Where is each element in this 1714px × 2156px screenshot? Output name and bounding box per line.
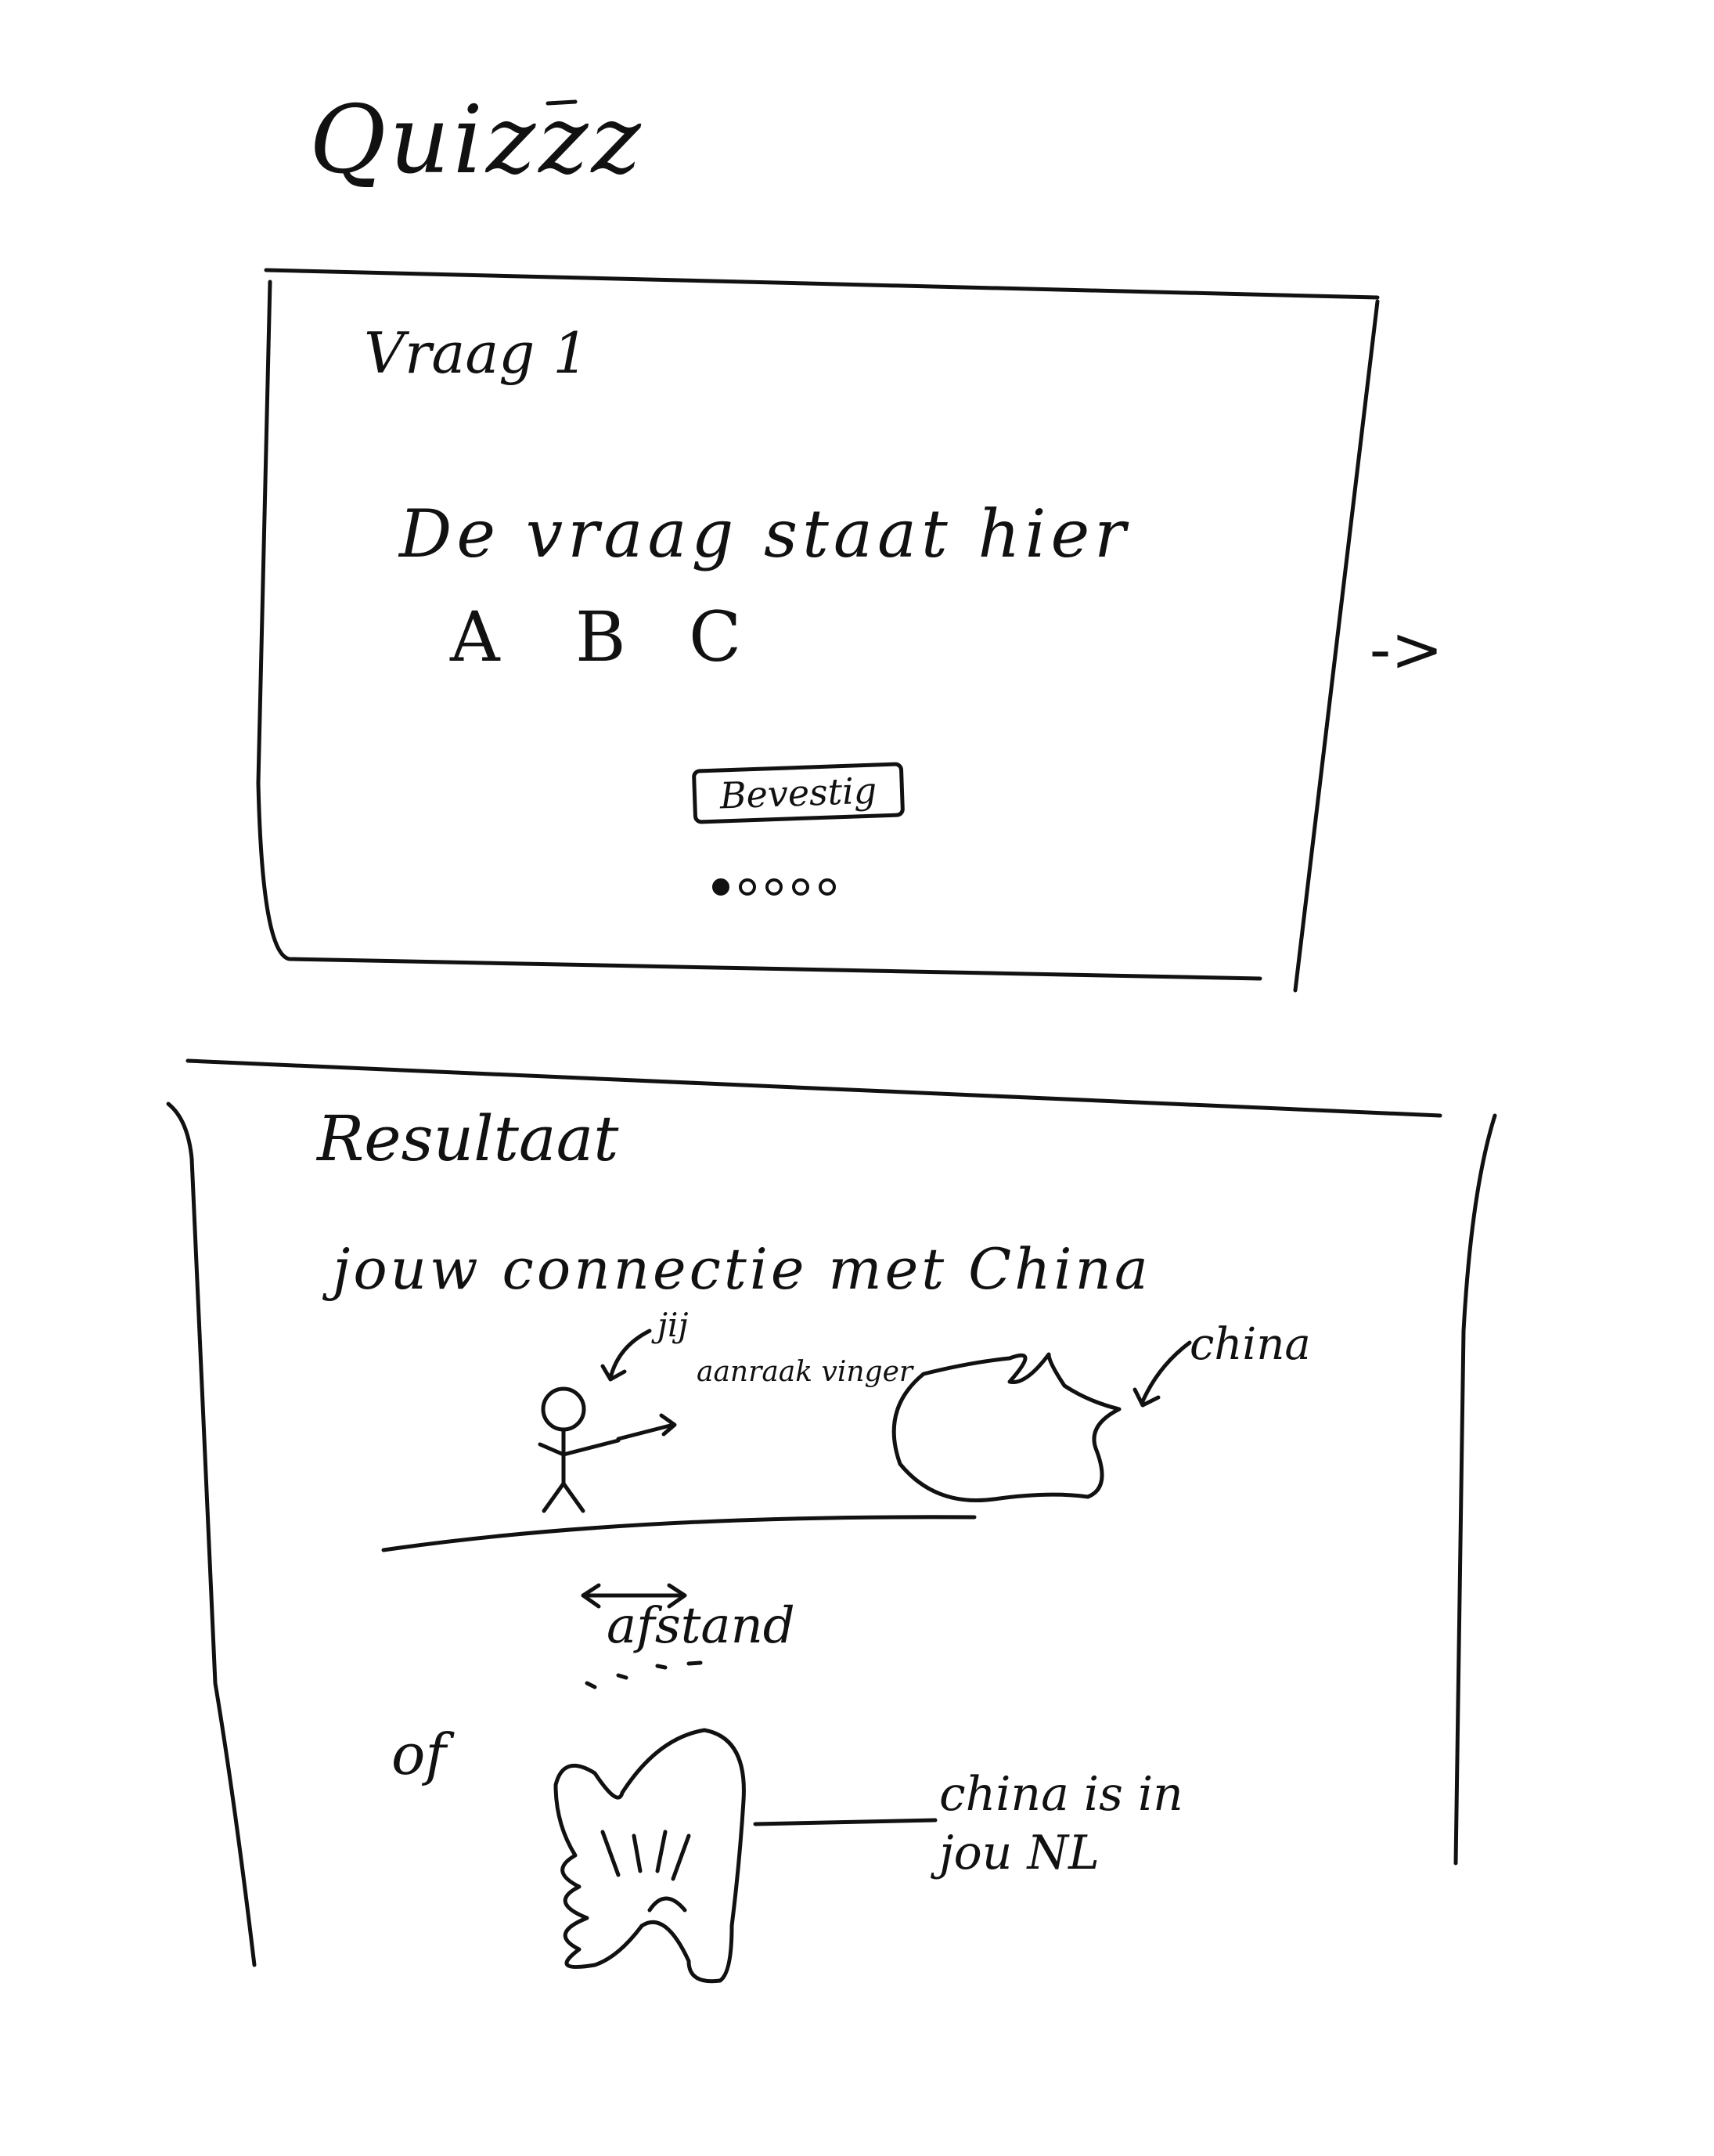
distance-arrows-icon	[581, 1583, 687, 1609]
label-china: china	[1190, 1319, 1311, 1370]
distance-line	[381, 1515, 977, 1552]
result-card-frame	[166, 1058, 1497, 1967]
label-china-in-you: china is in jou NL	[939, 1767, 1183, 1880]
progress-dot	[765, 878, 783, 896]
title-stroke-mark	[546, 99, 578, 106]
question-text: De vraag staat hier	[399, 496, 1131, 572]
china-in-you-connector	[753, 1818, 938, 1826]
label-you: jij	[657, 1306, 689, 1344]
answer-option-c[interactable]: C	[689, 597, 742, 677]
label-distance: afstand	[607, 1597, 795, 1655]
china-pointer-icon	[1132, 1340, 1192, 1408]
next-arrow-icon[interactable]: ->	[1370, 613, 1444, 686]
confirm-button[interactable]: Bevestig	[691, 762, 906, 824]
progress-dot-current	[712, 878, 729, 896]
progress-dots	[712, 878, 836, 896]
jij-pointer-icon	[600, 1329, 652, 1382]
question-card-frame	[256, 268, 1380, 993]
progress-dot	[819, 878, 836, 896]
page-title: Quizzz	[309, 86, 644, 195]
china-in-you-icon	[553, 1660, 746, 1984]
answer-option-a[interactable]: A	[450, 597, 500, 677]
result-subtitle: jouw connectie met China	[333, 1236, 1151, 1302]
result-label: Resultaat	[317, 1102, 619, 1175]
stick-figure-icon	[538, 1386, 621, 1513]
answer-option-b[interactable]: B	[575, 597, 626, 677]
finger-arrow-icon	[616, 1413, 677, 1441]
progress-dot	[739, 878, 756, 896]
china-blob-icon	[891, 1352, 1122, 1503]
label-or: of	[391, 1722, 446, 1787]
progress-dot	[792, 878, 809, 896]
question-label: Vraag 1	[364, 320, 589, 386]
label-finger: aanraak vinger	[697, 1356, 913, 1388]
